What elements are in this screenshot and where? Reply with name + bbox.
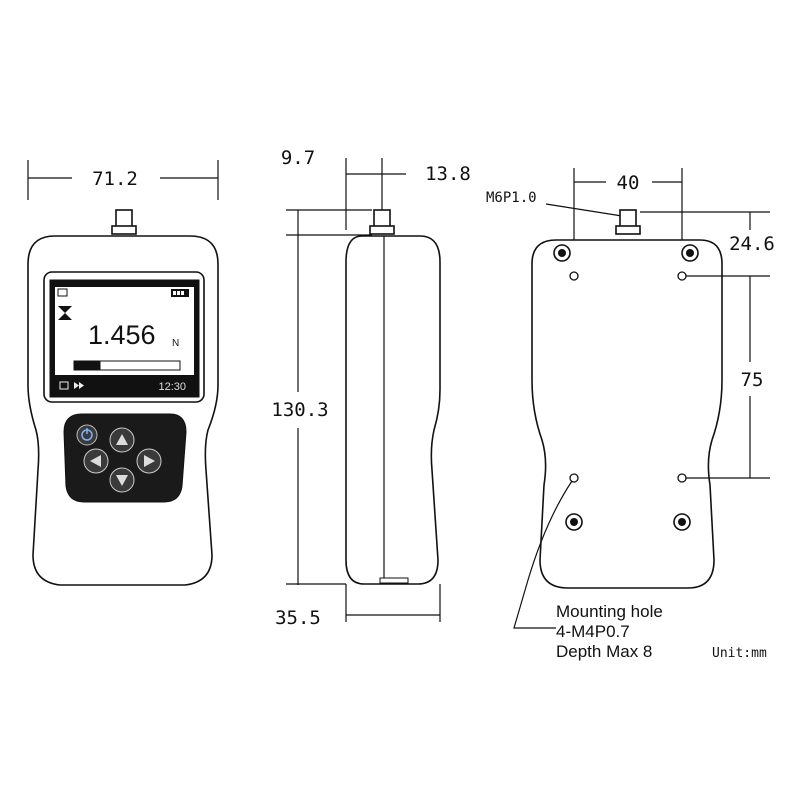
dim-height: 130.3: [271, 399, 328, 421]
front-view: 71.2 1.456 N 12:30: [27, 160, 219, 586]
right-arrow-icon: [144, 455, 155, 467]
screw-bottom-left: [565, 513, 583, 531]
hourglass-icon: [58, 306, 72, 320]
load-bar-fill: [74, 361, 101, 370]
battery-icon: [171, 289, 189, 297]
mounting-hole: [677, 473, 687, 483]
mounting-hole: [569, 473, 579, 483]
dim-hole-spacing-h: 40: [617, 172, 640, 194]
dim-thickness: 35.5: [275, 607, 321, 629]
device-body-side: [345, 235, 441, 585]
mounting-hole: [677, 271, 687, 281]
record-icon: [59, 381, 69, 390]
fast-forward-icon: [74, 382, 84, 389]
dim-connector-offset: 9.7: [281, 147, 315, 169]
mode-indicator-icon: [57, 288, 68, 297]
dim-hole-spacing-v: 75: [741, 369, 764, 391]
dim-front-width: 71.2: [92, 168, 138, 190]
display-unit: N: [172, 338, 179, 349]
mounting-hole: [569, 271, 579, 281]
back-view: 40 M6P1.0 24.6 75 Mounting hole 4-M4P: [486, 168, 775, 661]
left-arrow-icon: [90, 455, 101, 467]
display-clock: 12:30: [158, 381, 186, 393]
side-view: 9.7 13.8 130.3 35.5: [271, 147, 470, 629]
mounting-note-line-2: 4-M4P0.7: [556, 622, 630, 641]
power-button[interactable]: [76, 424, 98, 446]
unit-note: Unit:mm: [712, 646, 767, 661]
screw-bottom-right: [673, 513, 691, 531]
down-button[interactable]: [109, 467, 135, 493]
screw-top-right: [681, 244, 699, 262]
right-button[interactable]: [136, 448, 162, 474]
dim-hole-offset-top: 24.6: [729, 233, 775, 255]
down-arrow-icon: [116, 475, 128, 486]
mounting-note-line-1: Mounting hole: [556, 602, 663, 621]
device-body-back: [531, 239, 723, 589]
display-reading: 1.456: [88, 320, 156, 350]
up-button[interactable]: [109, 427, 135, 453]
dim-side-top: 13.8: [425, 163, 471, 185]
thread-label: M6P1.0: [486, 190, 537, 206]
left-button[interactable]: [83, 448, 109, 474]
up-arrow-icon: [116, 434, 128, 445]
screw-top-left: [553, 244, 571, 262]
mounting-note-line-3: Depth Max 8: [556, 642, 652, 661]
